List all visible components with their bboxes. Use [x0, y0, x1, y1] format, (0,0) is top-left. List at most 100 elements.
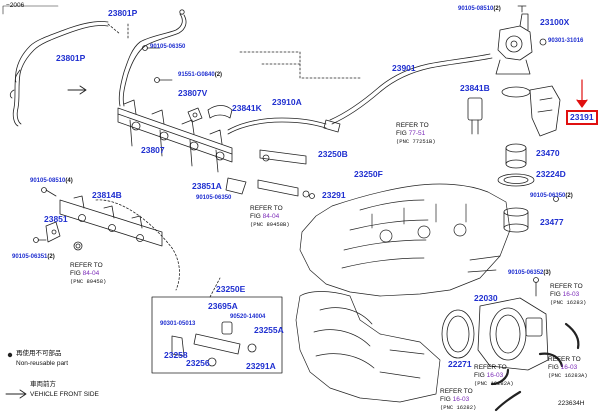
ref-text: REFER TO [548, 356, 581, 363]
lifter-23470 [505, 143, 527, 169]
ref-fig-16-03-16283a[interactable]: REFER TO FIG 16-03 (PNC 16283A) [548, 356, 588, 380]
vehicle-front-arrow [5, 389, 27, 399]
injector-23851a [225, 177, 247, 195]
part-90105-06350-top[interactable]: 90105-06350 [150, 44, 186, 50]
part-23256[interactable]: 23256 [186, 358, 210, 368]
part-23191-highlighted[interactable]: 23191 [566, 110, 598, 125]
injector-23250f [257, 179, 310, 198]
ref-fig-84-04-89458b[interactable]: REFER TO FIG 84-04 (PNC 89458B) [250, 205, 290, 229]
part-90520-14004[interactable]: 90520-14004 [230, 314, 266, 320]
flow-arrow [67, 85, 87, 95]
part-23910a[interactable]: 23910A [272, 97, 302, 107]
part-23250b[interactable]: 23250B [318, 149, 348, 159]
ref-fig-16-03-16283[interactable]: REFER TO FIG 16-03 (PNC 16283) [550, 283, 586, 307]
gasket-22271 [441, 309, 475, 359]
fuel-hose-23801p-left [9, 21, 109, 127]
bolt-90105-06350-top [142, 45, 161, 51]
part-23695a[interactable]: 23695A [208, 301, 238, 311]
part-23258[interactable]: 23258 [164, 350, 188, 360]
year-note: −2006 [6, 2, 25, 9]
ref-pnc: (PNC 89458B) [250, 221, 290, 228]
part-90105-06350-right-qty: (2) [565, 193, 573, 199]
part-90105-08510-left[interactable]: 90105-08510(4) [30, 178, 73, 184]
part-23470[interactable]: 23470 [536, 148, 560, 158]
ref-text: REFER TO [440, 388, 473, 395]
ref-pnc: (PNC 16283) [550, 299, 587, 306]
injector-23250b [259, 149, 307, 165]
part-23100x[interactable]: 23100X [540, 17, 570, 27]
ref-fig-line: FIG 16-03 [548, 364, 578, 371]
oring-23191-area [501, 85, 561, 137]
ref-pnc: (PNC 89458) [70, 278, 107, 285]
part-23851a[interactable]: 23851A [192, 181, 222, 191]
part-23224d[interactable]: 23224D [536, 169, 566, 179]
ref-pnc: (PNC 77251B) [396, 138, 436, 145]
part-23841k[interactable]: 23841K [232, 103, 262, 113]
part-23814b[interactable]: 23814B [92, 190, 122, 200]
part-23255a[interactable]: 23255A [254, 325, 284, 335]
part-22030[interactable]: 22030 [474, 293, 498, 303]
year-note-bracket [2, 5, 59, 15]
leader-dashed [107, 23, 121, 35]
fuel-rail-23814b [59, 195, 163, 247]
ref-text: REFER TO [474, 364, 507, 371]
part-90105-06350-right[interactable]: 90105-06350(2) [530, 193, 573, 199]
part-23841b[interactable]: 23841B [460, 83, 490, 93]
part-22271[interactable]: 22271 [448, 359, 472, 369]
part-90301-05013[interactable]: 90301-05013 [160, 321, 196, 327]
part-90105-06351[interactable]: 90105-06351(2) [12, 254, 55, 260]
connector-23841b [467, 97, 483, 135]
legend-non-reusable-en: Non-reusable part [16, 360, 69, 367]
ref-fig-line: FIG 84-04 [250, 213, 280, 220]
part-90105-06352[interactable]: 90105-06352(3) [508, 270, 551, 276]
bolt-90105-08510-left [41, 187, 57, 197]
hose-16283a [538, 352, 564, 368]
bracket-23851 [45, 221, 61, 243]
injector-23250e-drawing [171, 321, 257, 367]
part-23477[interactable]: 23477 [540, 217, 564, 227]
ref-fig-line: FIG 16-03 [474, 372, 504, 379]
ref-fig-84-04-89458[interactable]: REFER TO FIG 84-04 (PNC 89458) [70, 262, 106, 286]
hose-16282 [494, 390, 522, 412]
bolt-90301-31016 [539, 38, 547, 46]
part-23801p-top[interactable]: 23801P [108, 8, 138, 18]
part-91551-g0840[interactable]: 91551-G0840(2) [178, 72, 223, 78]
part-90301-31016[interactable]: 90301-31016 [548, 38, 584, 44]
damper-23807v [187, 107, 203, 123]
injector-kit-box [151, 296, 283, 374]
part-23250f[interactable]: 23250F [354, 169, 383, 179]
intake-manifold [295, 291, 441, 403]
throttle-body-22030 [477, 297, 549, 371]
gasket-23224d [497, 173, 535, 187]
ref-text: REFER TO [250, 205, 283, 212]
fuel-tube-23910a [227, 117, 341, 135]
part-23291-mid[interactable]: 23291 [322, 190, 346, 200]
part-23250e[interactable]: 23250E [216, 284, 246, 294]
part-23901[interactable]: 23901 [392, 63, 416, 73]
part-23801p-left[interactable]: 23801P [56, 53, 86, 63]
part-90105-08510-top-qty: (2) [493, 6, 501, 12]
ref-fig-16-03-16282a[interactable]: REFER TO FIG 16-03 (PNC 16282A) [474, 364, 514, 388]
part-90105-06350-mid[interactable]: 90105-06350 [196, 195, 232, 201]
dashed-outline [239, 51, 361, 79]
hose-16283 [564, 322, 580, 350]
ref-fig-77-51[interactable]: REFER TO FIG 77-51 (PNC 77251B) [396, 122, 436, 146]
part-23291a[interactable]: 23291A [246, 361, 276, 371]
part-23807v[interactable]: 23807V [178, 88, 208, 98]
part-23807[interactable]: 23807 [141, 145, 165, 155]
bolt-91551-g0840 [154, 77, 173, 83]
hose-23841k [207, 105, 233, 119]
ref-fig-line: FIG 16-03 [550, 291, 580, 298]
legend-front-jp: 車両前方 [30, 381, 56, 388]
fuel-pipe-23901 [329, 53, 493, 125]
legend-non-reusable-jp: 再使用不可部品 [16, 350, 62, 357]
bolt-90105-06352 [533, 277, 539, 297]
part-23851[interactable]: 23851 [44, 214, 68, 224]
part-90105-08510-top[interactable]: 90105-08510(2) [458, 6, 501, 12]
ref-pnc: (PNC 16283A) [548, 372, 588, 379]
insulator-23477 [503, 207, 529, 233]
ref-fig-line: FIG 16-03 [440, 396, 470, 403]
ref-fig-16-03-16282[interactable]: REFER TO FIG 16-03 (PNC 16282) [440, 388, 476, 412]
